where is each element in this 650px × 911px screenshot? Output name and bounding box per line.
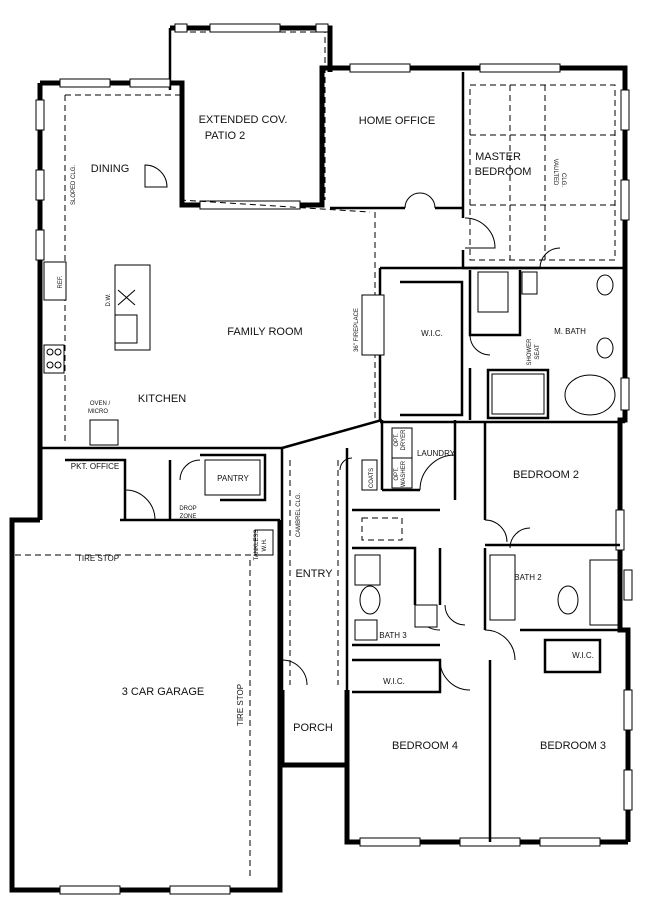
- fixtures: [43, 261, 619, 641]
- label-tankless-2: W.H.: [262, 538, 268, 551]
- label-drop-zone-1: DROP: [179, 506, 196, 512]
- label-porch: PORCH: [293, 722, 333, 734]
- ceiling-lines: [15, 31, 616, 880]
- label-bath-2: BATH 2: [514, 573, 542, 582]
- label-bath-3: BATH 3: [379, 631, 407, 640]
- label-m-bath: M. BATH: [554, 327, 586, 336]
- interior-walls: [38, 72, 625, 842]
- label-master-bedroom-2: BEDROOM: [475, 166, 532, 178]
- doors: [124, 164, 561, 691]
- label-garage: 3 CAR GARAGE: [122, 686, 205, 698]
- label-wic-bed4: W.I.C.: [383, 677, 405, 686]
- label-sloped-clg: SLOPED CLG.: [71, 165, 77, 205]
- label-extended-patio-2: PATIO 2: [205, 130, 246, 142]
- label-cambrel-clg: CAMBREL CLG.: [296, 492, 302, 537]
- label-oven-1: OVEN /: [90, 401, 111, 407]
- label-family-room: FAMILY ROOM: [227, 326, 302, 338]
- label-pkt-office: PKT. OFFICE: [71, 462, 119, 471]
- label-shower-2: SEAT: [535, 344, 541, 360]
- label-vaulted-1: VAULTED: [552, 159, 558, 186]
- label-tire-stop-side: TIRE STOP: [236, 684, 245, 726]
- label-bedroom-3: BEDROOM 3: [540, 740, 606, 752]
- label-tankless-1: TANKLESS: [254, 530, 260, 561]
- label-opt-washer-2: WASHER: [401, 460, 407, 487]
- label-opt-dryer-1: OPT.: [394, 433, 400, 447]
- label-bedroom-4: BEDROOM 4: [392, 740, 458, 752]
- label-home-office: HOME OFFICE: [359, 115, 435, 127]
- label-opt-dryer-2: DRYER: [401, 429, 407, 451]
- label-shower-1: SHOWER: [527, 338, 533, 366]
- label-ref: REF.: [58, 275, 64, 288]
- label-master-wic: W.I.C.: [421, 329, 443, 338]
- label-drop-zone-2: ZONE: [180, 514, 197, 520]
- label-oven-2: MICRO: [88, 409, 108, 415]
- label-laundry: LAUNDRY: [417, 449, 456, 458]
- label-tire-stop-top: TIRE STOP: [77, 554, 119, 563]
- label-entry: ENTRY: [295, 568, 333, 580]
- windows: [35, 23, 633, 895]
- label-kitchen: KITCHEN: [138, 393, 186, 405]
- label-bedroom-2: BEDROOM 2: [513, 469, 579, 481]
- label-master-bedroom-1: MASTER: [475, 151, 521, 163]
- label-vaulted-2: CLG.: [560, 173, 566, 187]
- label-wic-bed3: W.I.C.: [572, 651, 594, 660]
- label-extended-patio-1: EXTENDED COV.: [199, 114, 288, 126]
- label-dw: D.W.: [106, 293, 112, 306]
- room-labels: EXTENDED COV. PATIO 2 HOME OFFICE MASTER…: [58, 114, 606, 752]
- label-opt-washer-1: OPT.: [394, 467, 400, 481]
- label-coats: COATS: [369, 468, 375, 488]
- label-dining: DINING: [91, 163, 130, 175]
- label-fireplace: 36" FIREPLACE: [354, 308, 360, 352]
- label-pantry: PANTRY: [217, 474, 249, 483]
